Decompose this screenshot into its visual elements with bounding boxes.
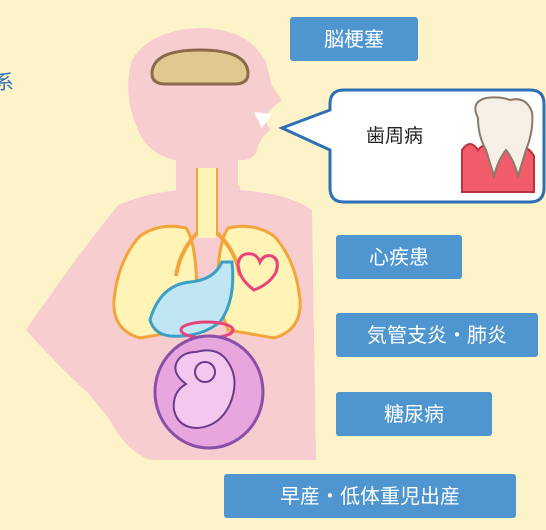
bubble-label: 歯周病 bbox=[366, 121, 423, 148]
brain-icon bbox=[152, 50, 248, 84]
label-diabetes: 糖尿病 bbox=[336, 392, 492, 436]
label-heart-disease: 心疾患 bbox=[336, 235, 462, 279]
label-preterm-birth: 早産・低体重児出産 bbox=[224, 474, 516, 518]
label-bronchitis-pneumonia: 気管支炎・肺炎 bbox=[336, 313, 538, 357]
head bbox=[128, 28, 282, 162]
label-stroke: 脳梗塞 bbox=[290, 17, 418, 61]
